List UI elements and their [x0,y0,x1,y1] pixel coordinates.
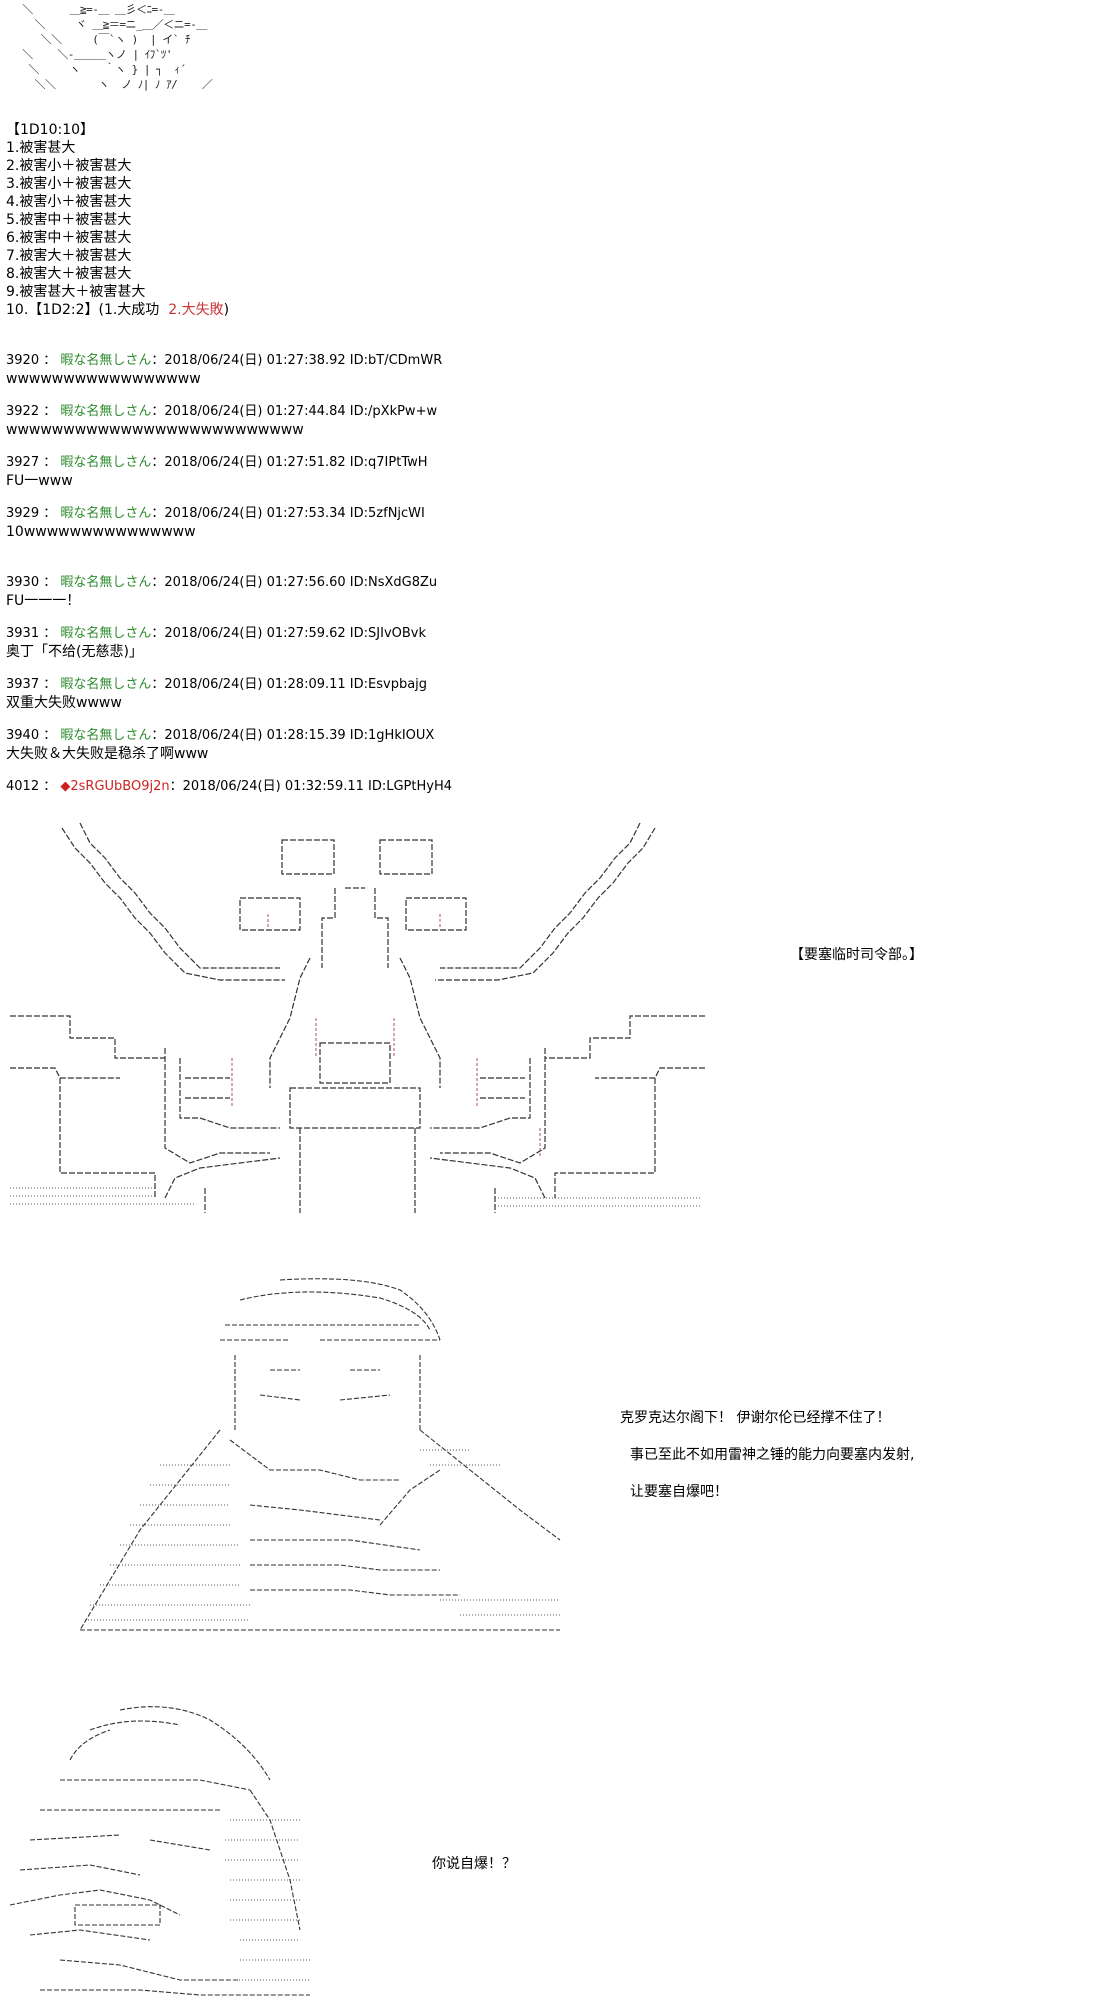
poster-name[interactable]: 暇な名無しさん [60,677,152,692]
post-header: 4012 ： ◆2sRGUbBO9j2n：2018/06/24(日) 01:32… [6,779,453,794]
post: 3931 ： 暇な名無しさん：2018/06/24(日) 01:27:59.62… [6,625,766,662]
post-header: 3937 ： 暇な名無しさん：2018/06/24(日) 01:28:09.11… [6,677,428,692]
post-header: 3922 ： 暇な名無しさん：2018/06/24(日) 01:27:44.84… [6,404,438,419]
roll-item: 2.被害小＋被害甚大 [6,158,132,174]
post: 3930 ： 暇な名無しさん：2018/06/24(日) 01:27:56.60… [6,574,766,611]
poster-name[interactable]: 暇な名無しさん [60,506,152,521]
poster-name[interactable]: 暇な名無しさん [60,455,152,470]
officer-speech: 克罗克达尔阁下！ 伊谢尔伦已经撑不住了！ 事已至此不如用雷神之锤的能力向要塞内发… [620,1408,914,1519]
roll-item: 8.被害大＋被害甚大 [6,266,132,282]
roll-item-10: 10.【1D2:2】(1.大成功 2.大失敗) [6,302,230,318]
trip-diamond-icon: ◆ [60,779,71,794]
post-body: FU一一一！ [6,593,81,609]
roll-item: 6.被害中＋被害甚大 [6,230,132,246]
bald-character-speech: 你说自爆！？ [432,1856,516,1872]
speech-line: 事已至此不如用雷神之锤的能力向要塞内发射, [630,1447,915,1463]
post-header: 3931 ： 暇な名無しさん：2018/06/24(日) 01:27:59.62… [6,626,427,641]
poster-trip[interactable]: 2sRGUbBO9j2n [70,779,170,794]
top-ascii-art: ＼ ＿≧=-＿ ＿彡＜ﾆ=-＿ ＼ ヾ ＿≧＝=ニ_＿／＜ニ=-＿ ＼＼ (￣`… [10,3,213,91]
post-body: 10wwwwwwwwwwwwwww [6,524,196,540]
post-header: 3940 ： 暇な名無しさん：2018/06/24(日) 01:28:15.39… [6,728,435,743]
roll-item: 5.被害中＋被害甚大 [6,212,132,228]
fortress-command-room-art [10,822,705,1213]
roll-item: 9.被害甚大＋被害甚大 [6,284,146,300]
roll-highlight: 2.大失敗 [168,302,224,318]
post-body: 奥丁「不给(无慈悲)」 [6,644,143,660]
post: 3929 ： 暇な名無しさん：2018/06/24(日) 01:27:53.34… [6,505,766,542]
roll-item: 3.被害小＋被害甚大 [6,176,132,192]
post-body: 双重大失败wwww [6,695,122,711]
poster-name[interactable]: 暇な名無しさん [60,404,152,419]
post: 3922 ： 暇な名無しさん：2018/06/24(日) 01:27:44.84… [6,403,766,440]
roll-item: 1.被害甚大 [6,140,76,156]
post-header: 3927 ： 暇な名無しさん：2018/06/24(日) 01:27:51.82… [6,455,428,470]
post: 3927 ： 暇な名無しさん：2018/06/24(日) 01:27:51.82… [6,454,766,491]
post: 3940 ： 暇な名無しさん：2018/06/24(日) 01:28:15.39… [6,727,766,764]
thread-posts: 3920 ： 暇な名無しさん：2018/06/24(日) 01:27:38.92… [6,352,766,796]
post: 3920 ： 暇な名無しさん：2018/06/24(日) 01:27:38.92… [6,352,766,389]
poster-name[interactable]: 暇な名無しさん [60,353,152,368]
speech-line: 让要塞自爆吧！ [630,1484,728,1500]
poster-name[interactable]: 暇な名無しさん [60,626,152,641]
roll-header: 【1D10:10】 [6,122,95,138]
post-body: FU一www [6,473,73,489]
roll-item: 4.被害小＋被害甚大 [6,194,132,210]
dice-roll-result: 【1D10:10】 1.被害甚大 2.被害小＋被害甚大 3.被害小＋被害甚大 4… [6,121,229,319]
poster-name[interactable]: 暇な名無しさん [60,575,152,590]
officer-figure-art [79,1278,561,1631]
post-body: 大失败＆大失败是稳杀了啊www [6,746,209,762]
poster-name[interactable]: 暇な名無しさん [60,728,152,743]
roll-item: 7.被害大＋被害甚大 [6,248,132,264]
speech-line: 克罗克达尔阁下！ 伊谢尔伦已经撑不住了！ [620,1410,891,1426]
post-body: wwwwwwwwwwwwwwwww [6,371,201,387]
op-post: 4012 ： ◆2sRGUbBO9j2n：2018/06/24(日) 01:32… [6,778,766,796]
post-body: wwwwwwwwwwwwwwwwwwwwwwwwww [6,422,304,438]
post-header: 3929 ： 暇な名無しさん：2018/06/24(日) 01:27:53.34… [6,506,425,521]
fortress-caption: 【要塞临时司令部。】 [790,947,923,963]
post-header: 3920 ： 暇な名無しさん：2018/06/24(日) 01:27:38.92… [6,353,443,368]
post: 3937 ： 暇な名無しさん：2018/06/24(日) 01:28:09.11… [6,676,766,713]
post-header: 3930 ： 暇な名無しさん：2018/06/24(日) 01:27:56.60… [6,575,438,590]
bald-character-art [9,1706,310,1996]
